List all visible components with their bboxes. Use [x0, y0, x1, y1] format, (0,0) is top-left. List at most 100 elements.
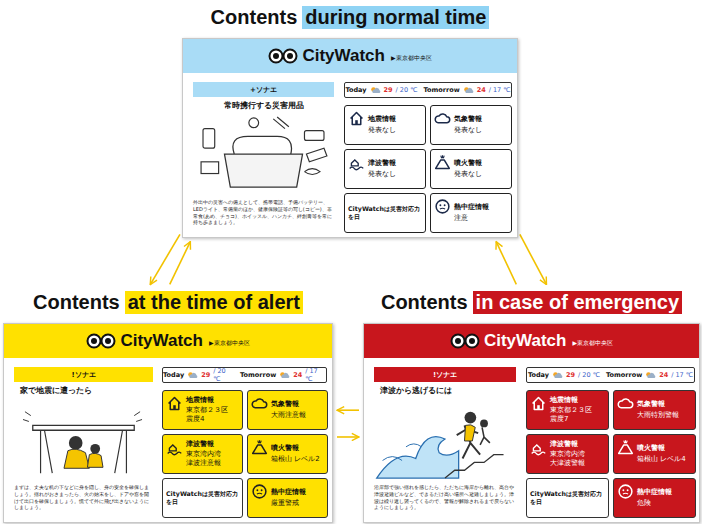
drawing-path — [306, 148, 326, 162]
subtitle-text: 津波から逃げるには — [374, 386, 516, 396]
drawing-svg — [617, 395, 634, 412]
drawing-path — [169, 445, 176, 451]
alert-tile: 熱中症情報厳重警戒 — [247, 478, 328, 518]
alert-tile: 地震情報東京都２３区 震度7 — [526, 390, 609, 430]
tile-value: 東京都２３区 震度7 — [550, 406, 605, 424]
panel-heading: Contentsduring normal time — [182, 2, 518, 32]
drawing-path — [465, 425, 476, 441]
drawing-svg — [617, 483, 634, 500]
drawing-path — [351, 113, 363, 125]
card-subtitle: 家で地震に遭ったら — [14, 386, 153, 396]
weather-text: / 17 ℃ — [671, 371, 693, 379]
drawing-path — [480, 427, 490, 445]
weather-text: Tomorrow — [606, 371, 642, 379]
tile-text: 気象警報大雨注意報 — [271, 400, 306, 419]
alert-tile: 噴火警報箱根山 レベル4 — [613, 434, 696, 474]
drawing-svg — [374, 400, 516, 480]
drawing-circle — [287, 53, 293, 59]
tile-icon — [348, 154, 365, 171]
drawing-svg — [348, 154, 365, 171]
tile-text: 津波警報発表なし — [368, 159, 396, 178]
tile-icon — [251, 439, 268, 456]
drawing-circle — [436, 200, 449, 213]
weather-icon — [645, 371, 656, 379]
drawing-circle — [465, 412, 477, 424]
drawing-circle — [451, 335, 464, 348]
info-tile: CityWatchは災害対応力を日 — [344, 193, 426, 233]
drawing-path — [253, 445, 267, 454]
drawing-circle — [90, 444, 100, 454]
drawing-rect — [355, 120, 358, 124]
tile-value: 東京湾内湾 津波注意報 — [186, 450, 239, 468]
tile-title: 気象警報 — [454, 115, 482, 123]
heading-highlight: in case of emergency — [473, 291, 682, 314]
header-band: CityWatch▶東京都中央区 — [183, 39, 517, 73]
tile-title: 噴火警報 — [637, 444, 686, 452]
drawing-path — [257, 493, 262, 495]
drawing-path — [224, 154, 302, 187]
drawing-path — [533, 445, 540, 451]
area-name: ▶東京都中央区 — [391, 54, 432, 63]
drawing-svg — [187, 371, 198, 379]
tile-text: 地震情報発表なし — [368, 115, 396, 134]
drawing-path — [33, 425, 134, 430]
weather-icon — [463, 86, 474, 94]
tile-title: 津波警報 — [550, 440, 605, 448]
alert-tile: 津波警報東京湾内湾 大津波警報 — [526, 434, 609, 474]
drawing-path — [618, 399, 632, 408]
drawing-path — [258, 440, 261, 443]
weather-text: / 20 ℃ — [578, 371, 600, 379]
tile-icon — [251, 395, 268, 412]
drawing-path — [441, 155, 444, 158]
tile-icon — [434, 110, 451, 127]
tile-text: 気象警報発表なし — [454, 115, 482, 134]
drawing-circle — [91, 338, 97, 344]
drawing-path — [554, 373, 562, 378]
drawing-circle — [105, 338, 111, 344]
logo-eyes — [450, 333, 480, 349]
drawing-path — [273, 117, 289, 129]
logo-eyes — [86, 333, 116, 349]
drawing-path — [189, 373, 197, 378]
drawing-path — [619, 445, 633, 454]
tile-title: 噴火警報 — [454, 159, 482, 167]
section-band: !ソナエ — [374, 367, 516, 382]
drawing-svg — [450, 333, 480, 349]
weather-icon — [552, 371, 563, 379]
flow-arrow — [150, 234, 180, 284]
weather-text: Today — [345, 86, 366, 94]
drawing-path — [351, 160, 358, 166]
tile-value: 発表なし — [454, 170, 482, 179]
drawing-svg — [251, 483, 268, 500]
drawing-path — [41, 430, 127, 473]
section-title: +ソナエ — [250, 85, 277, 95]
info-tile: CityWatchは災害対応力を日 — [526, 478, 609, 518]
tile-title: 津波警報 — [368, 159, 396, 167]
drawing-circle — [284, 50, 297, 63]
alert-tile: 噴火警報箱根山 レベル2 — [247, 434, 328, 474]
flow-arrow — [496, 242, 516, 285]
drawing-path — [169, 398, 181, 410]
weather-text: Today — [163, 371, 184, 379]
drawing-svg — [251, 439, 268, 456]
heading-text: Contents — [211, 6, 298, 29]
drawing-path — [64, 449, 89, 468]
weather-text: / 20 ℃ — [213, 367, 234, 383]
drawing-path — [445, 455, 504, 478]
drawing-path — [465, 88, 473, 93]
drawing-path — [436, 160, 450, 169]
drawing-svg — [268, 48, 298, 64]
tile-title: 気象警報 — [271, 400, 306, 408]
weather-bar: Today29/ 20 ℃Tomorrow24/ 17 ℃ — [162, 367, 327, 383]
drawing-path — [457, 425, 480, 458]
drawing-path — [383, 444, 422, 461]
body-text: 外出中の災害への備えとして、携帯電話、予備バッテリー、LEDライト、常備薬のほか… — [193, 199, 334, 226]
drawing-path — [377, 437, 459, 478]
drawing-svg — [530, 395, 547, 412]
heading-highlight: at the time of alert — [125, 291, 303, 314]
alert-tile: 噴火警報発表なし — [430, 149, 512, 189]
weather-text: 24 — [477, 86, 486, 94]
card-body: 沿岸部で強い揺れを感じたら、ただちに海岸から離れ、高台や津波避難ビルなど、できる… — [374, 484, 516, 511]
tile-value: 大雨注意報 — [271, 411, 306, 420]
